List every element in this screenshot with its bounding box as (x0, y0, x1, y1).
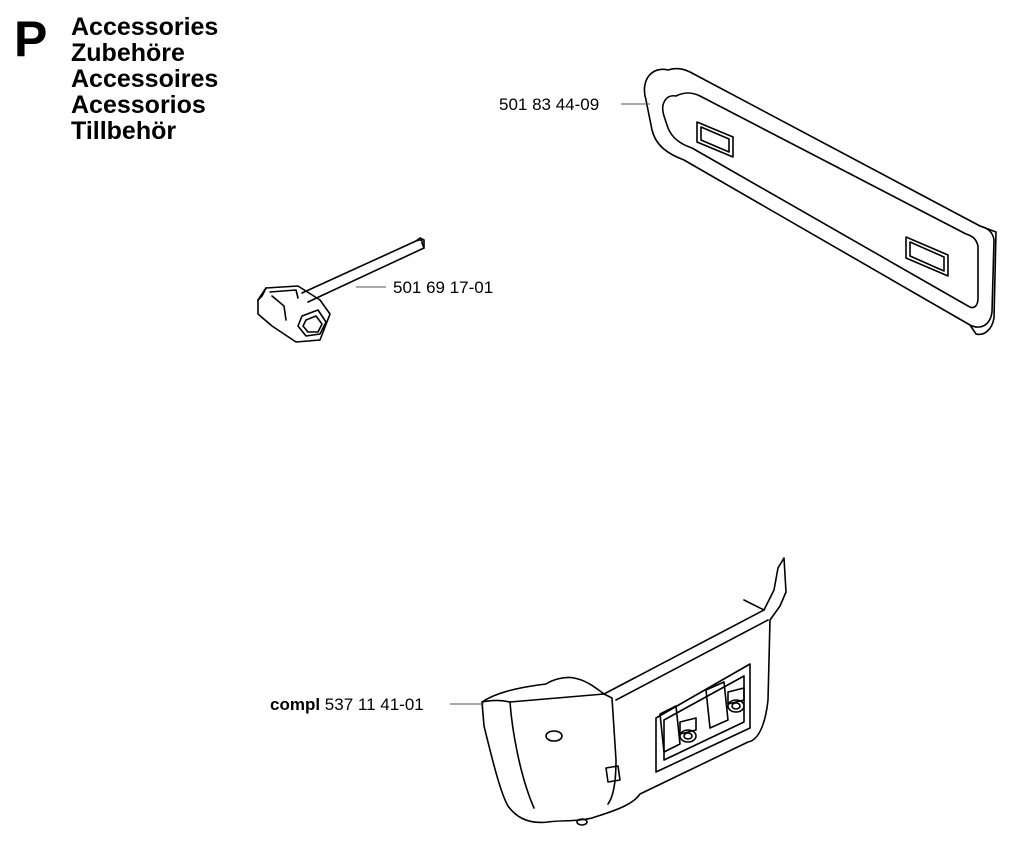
title-french: Accessoires (71, 65, 219, 93)
title-english: Accessories (71, 13, 219, 41)
part-number-value: 537 11 41-01 (324, 695, 424, 714)
title-portuguese: Acessorios (71, 91, 206, 119)
title-swedish: Tillbehör (71, 117, 177, 145)
section-letter: P (14, 11, 48, 67)
part-number-combination-spanner[interactable]: 501 69 17-01 (393, 278, 494, 297)
part-number-bar-cover[interactable]: 501 83 44-09 (499, 95, 600, 114)
title-german: Zubehöre (71, 39, 185, 67)
bar-cover-drawing[interactable] (643, 67, 997, 336)
combination-spanner-drawing[interactable] (257, 237, 425, 343)
section-titles: Accessories Zubehöre Accessoires Acessor… (71, 14, 218, 144)
chain-brake-cover-drawing[interactable] (481, 557, 787, 826)
part-number-chain-brake-cover[interactable]: compl 537 11 41-01 (270, 696, 424, 713)
part-prefix-compl: compl (270, 695, 321, 714)
